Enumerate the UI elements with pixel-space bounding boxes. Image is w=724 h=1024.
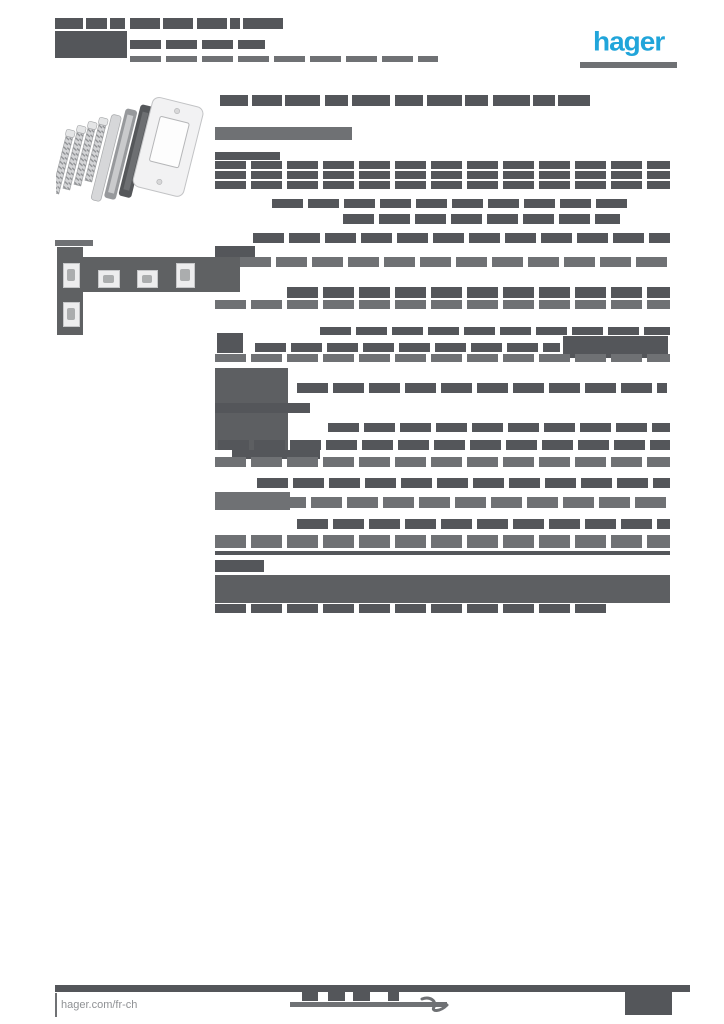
- accessory-thumbnail: [176, 263, 195, 288]
- certification-mark-icon: [328, 991, 345, 1001]
- signature-mark: [420, 996, 449, 1012]
- redacted-text-line: [427, 95, 462, 106]
- redacted-text-line: [55, 240, 93, 246]
- thumbnail-product-silhouette: [180, 269, 190, 281]
- redacted-text-line: [130, 40, 265, 49]
- redacted-text-line: [230, 18, 240, 29]
- redacted-text-line: [272, 199, 632, 208]
- footer-rule: [55, 985, 690, 992]
- redacted-text-line: [215, 300, 670, 309]
- redacted-text-line: [290, 1002, 447, 1007]
- certification-mark-icon: [353, 991, 370, 1001]
- redacted-text-line: [215, 127, 352, 140]
- redacted-text-line: [215, 171, 670, 179]
- footer-website-link[interactable]: hager.com/fr-ch: [61, 999, 138, 1011]
- redacted-text-line: [252, 95, 282, 106]
- redacted-text-line: [240, 257, 670, 267]
- light-rail: [90, 114, 122, 202]
- redacted-text-line: [287, 287, 670, 298]
- product-photo-exploded-frame-kit: [56, 96, 204, 202]
- redacted-text-line: [215, 246, 255, 259]
- redacted-text-line: [297, 519, 670, 529]
- redacted-text-line: [328, 423, 670, 432]
- redacted-text-line: [197, 18, 227, 29]
- redacted-text-line: [218, 440, 670, 450]
- redacted-text-line: [320, 327, 670, 335]
- redacted-text-line: [55, 18, 83, 29]
- redacted-text-line: [130, 18, 160, 29]
- redacted-text-line: [325, 95, 348, 106]
- redacted-text-line: [215, 152, 280, 160]
- redacted-text-line: [220, 95, 248, 106]
- dark-rail: [118, 104, 153, 198]
- certification-mark-icon: [388, 992, 399, 1001]
- redacted-text-line: [215, 551, 670, 555]
- redacted-text-line: [243, 18, 283, 29]
- redacted-text-line: [285, 95, 320, 106]
- redacted-text-line: [297, 383, 667, 393]
- redacted-text-line: [215, 575, 670, 603]
- redacted-text-line: [343, 214, 620, 224]
- accessory-thumbnail: [63, 302, 80, 327]
- redacted-text-line: [215, 161, 670, 169]
- redacted-text-line: [255, 343, 560, 352]
- mid-rail: [104, 108, 138, 200]
- accessory-thumbnail: [137, 270, 158, 288]
- accessory-thumbnail: [98, 270, 120, 288]
- redacted-text-line: [217, 333, 243, 353]
- redacted-text-line: [110, 18, 125, 29]
- redacted-text-line: [253, 233, 670, 243]
- thumbnail-product-silhouette: [103, 274, 114, 283]
- redacted-text-line: [257, 478, 670, 488]
- redacted-text-line: [558, 95, 590, 106]
- accessory-thumbnail: [63, 263, 80, 288]
- page-number-box: [625, 992, 672, 1015]
- hager-logo: hager: [593, 26, 665, 57]
- redacted-text-line: [275, 497, 670, 508]
- redacted-text-line: [493, 95, 530, 106]
- footer-website-box: hager.com/fr-ch: [55, 993, 168, 1017]
- redacted-text-line: [215, 492, 290, 510]
- redacted-text-line: [55, 31, 127, 58]
- frame-plate: [132, 96, 204, 197]
- redacted-text-line: [215, 604, 610, 613]
- redacted-text-line: [215, 535, 670, 548]
- redacted-text-line: [533, 95, 555, 106]
- redacted-text-line: [352, 95, 390, 106]
- thumbnail-product-silhouette: [67, 269, 76, 281]
- redacted-text-line: [580, 62, 677, 68]
- redacted-text-line: [215, 403, 310, 413]
- redacted-text-line: [130, 56, 438, 62]
- redacted-text-line: [465, 95, 488, 106]
- redacted-text-line: [215, 181, 670, 189]
- redacted-text-line: [215, 457, 670, 467]
- redacted-text-line: [395, 95, 423, 106]
- redacted-text-line: [86, 18, 107, 29]
- thumbnail-product-silhouette: [67, 308, 76, 320]
- header-redacted-text: [0, 0, 724, 90]
- certification-mark-icon: [302, 991, 318, 1001]
- redacted-text-line: [232, 450, 320, 459]
- redacted-text-line: [163, 18, 193, 29]
- redacted-text-line: [563, 336, 668, 358]
- redacted-text-line: [215, 354, 670, 362]
- screws: [56, 129, 76, 195]
- redacted-text-line: [215, 560, 264, 572]
- thumbnail-product-silhouette: [141, 274, 153, 283]
